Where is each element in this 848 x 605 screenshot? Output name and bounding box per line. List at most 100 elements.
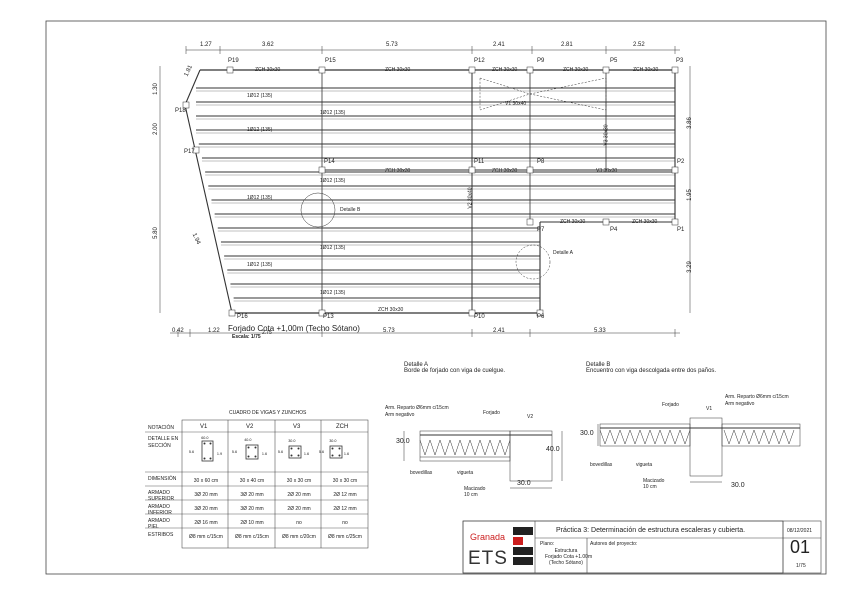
pillar-label: P14	[324, 159, 335, 165]
section-v2-side: 5.6	[231, 449, 238, 455]
beam-label: ZCH 30x30	[492, 67, 518, 73]
truss-diagonal	[609, 429, 616, 445]
slab-left	[599, 423, 691, 447]
truss-diagonal	[454, 439, 461, 456]
dim-top-3: 5.73	[386, 42, 398, 48]
detail-a-w30: 30.0	[517, 480, 531, 487]
pillar-square	[536, 309, 544, 317]
truss-diagonal	[459, 439, 466, 456]
pillar-label: P19	[228, 58, 239, 64]
schedule-cell: Ø8 mm c/15cm	[235, 534, 269, 540]
dim-top-2: 3.62	[262, 42, 274, 48]
dim-bottom-1: 0.42	[172, 328, 184, 334]
school-name: ETS	[468, 548, 508, 569]
dim-bottom-3: 5.73	[383, 328, 395, 334]
sheet-border	[45, 20, 827, 575]
dim-left-2: 2.00	[152, 123, 159, 135]
section-v2-dim: 40.0	[244, 437, 252, 443]
beam-label: V1 30x40	[505, 101, 527, 107]
schedule-header-v2: V2	[246, 424, 254, 430]
schedule-row-label: ESTRIBOS	[148, 532, 174, 538]
pillar-square	[192, 146, 200, 154]
rib-label: 1Ø12 (135)	[320, 178, 346, 184]
schedule-cell: 3Ø 20 mm	[194, 492, 218, 498]
detail-a-subtitle: Borde de forjado con viga de cuelgue.	[404, 368, 506, 374]
beam-label: V2 30x40	[467, 187, 474, 209]
beam-label: ZCH 30x30	[385, 67, 411, 73]
dim-bottom-2: 1.22	[208, 328, 220, 334]
section-v1-icon	[201, 440, 214, 462]
dim-right-3: 3.29	[686, 261, 693, 273]
authors-label: Autores del proyecto:	[590, 541, 638, 547]
schedule-row-detail-label: DETALLE EN SECCIÓN	[148, 436, 179, 449]
floor-plan	[159, 46, 691, 337]
detail-b-title: Detalle B	[586, 362, 611, 368]
detail-a-macizado: Macizado	[464, 486, 486, 492]
beam-label: ZCH 30x30	[632, 219, 658, 225]
section-v1-dim: 60.0	[201, 435, 209, 441]
dim-top-4: 2.41	[493, 42, 505, 48]
ets-logo-mark	[513, 527, 533, 565]
truss-diagonal	[444, 439, 451, 456]
truss-diagonal	[654, 429, 661, 445]
rib-label: 1Ø12 (135)	[320, 245, 346, 251]
pillar-label: P8	[537, 159, 545, 165]
truss-diagonal	[599, 429, 606, 445]
schedule-cell: no	[296, 520, 302, 526]
schedule-cell: 2Ø 10 mm	[240, 520, 264, 526]
plan-title: Forjado Cota +1,00m (Techo Sótano)	[228, 324, 360, 333]
schedule-cell: Ø8 mm c/15cm	[189, 534, 223, 540]
detail-b-bovedillas: bovedillas	[590, 462, 613, 468]
pillar-label: P17	[184, 149, 195, 155]
truss-diagonal	[768, 429, 775, 445]
schedule-cell: 2Ø 20 mm	[287, 506, 311, 512]
rib-label: 1Ø12 (135)	[247, 262, 273, 268]
schedule-row-label: ARMADO SUPERIOR	[148, 490, 175, 502]
schedule-cell: 3Ø 20 mm	[240, 492, 264, 498]
schedule-frame	[181, 419, 369, 549]
detail-a-drawing	[403, 430, 563, 489]
pillar-label: P1	[677, 227, 685, 233]
detail-b-repair: Arm. Reparto Ø6mm c/15cm	[725, 394, 789, 400]
pillar-label: P16	[237, 314, 248, 320]
detail-b-neg: Arm negativo	[725, 401, 755, 407]
truss-diagonal	[449, 439, 456, 456]
truss-diagonal	[474, 439, 481, 456]
detail-a-v2-label: V2	[527, 414, 534, 420]
schedule-cell: 30 x 40 cm	[239, 478, 265, 484]
detail-a-h30: 30.0	[396, 438, 410, 445]
detail-a-title: Detalle A	[404, 362, 429, 368]
beam-label: ZCH 30x30	[255, 67, 281, 73]
truss-diagonal	[484, 439, 491, 456]
beam-label: V3 30x30	[596, 168, 618, 174]
section-v3-dim: 30.0	[288, 438, 296, 444]
dim-top-1: 1.27	[200, 42, 212, 48]
pillar-square	[468, 66, 476, 74]
schedule-cell: 2Ø 12 mm	[333, 492, 357, 498]
truss-diagonal	[763, 429, 770, 445]
section-zch-icon	[329, 445, 343, 459]
pillar-label: P2	[677, 159, 685, 165]
truss-diagonal	[753, 429, 760, 445]
detail-a-h40: 40.0	[546, 446, 560, 453]
truss-diagonal	[489, 439, 496, 456]
detail-b-w30: 30.0	[731, 482, 745, 489]
schedule-header-zch: ZCH	[336, 424, 349, 430]
pillar-label: P18	[175, 108, 186, 114]
pillar-square	[602, 66, 610, 74]
truss-diagonal	[728, 429, 735, 445]
pillar-label: P10	[474, 314, 485, 320]
truss-diagonal	[629, 429, 636, 445]
schedule-row-label: DIMENSIÓN	[148, 476, 177, 482]
detail-b-macizado-dim: 10 cm	[643, 484, 657, 490]
truss-diagonal	[494, 439, 501, 456]
dim-left-3: 5.80	[152, 227, 159, 239]
truss-diagonal	[684, 429, 691, 445]
truss-diagonal	[419, 439, 426, 456]
schedule-cell: 30 x 30 cm	[286, 478, 312, 484]
pillar-square	[228, 309, 236, 317]
detail-a-bovedillas: bovedillas	[410, 470, 433, 476]
dim-bottom-small: 2.75	[262, 330, 272, 336]
truss-diagonal	[429, 439, 436, 456]
truss-diagonal	[469, 439, 476, 456]
